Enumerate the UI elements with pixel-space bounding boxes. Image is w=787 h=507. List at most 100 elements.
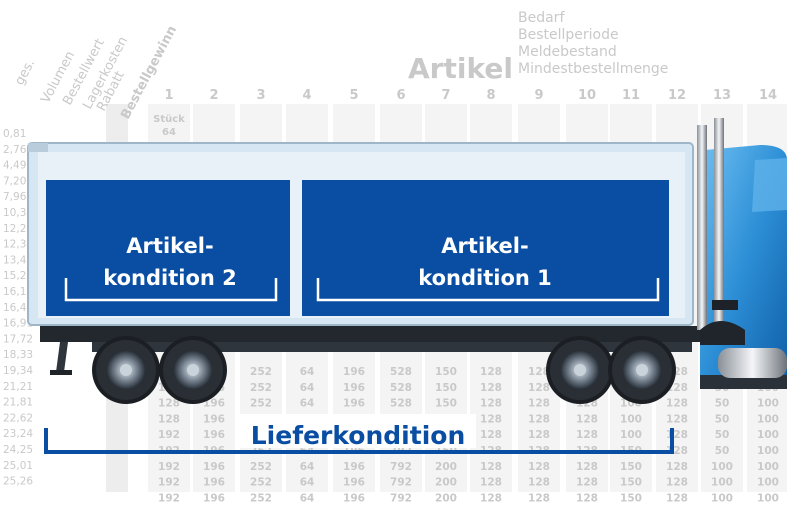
table-cell: 252 bbox=[250, 398, 272, 410]
table-cell: 100 bbox=[757, 445, 779, 457]
left-value: 4,49 bbox=[3, 160, 26, 172]
table-cell: 128 bbox=[158, 398, 180, 410]
left-value: 19,34 bbox=[3, 365, 33, 377]
cab-fender bbox=[700, 321, 745, 345]
column-number: 5 bbox=[349, 88, 358, 103]
table-cell: 128 bbox=[666, 413, 688, 425]
container-top-corner bbox=[28, 143, 48, 152]
table-cell: 128 bbox=[576, 492, 598, 504]
column-number: 11 bbox=[622, 88, 640, 103]
table-cell: 128 bbox=[528, 398, 550, 410]
table-cell: 192 bbox=[158, 461, 180, 473]
wheel bbox=[92, 336, 160, 404]
table-cell: 64 bbox=[300, 382, 315, 394]
legend-item-meldebestand: Meldebestand bbox=[518, 44, 617, 60]
column-number: 6 bbox=[396, 88, 405, 103]
table-cell: 150 bbox=[620, 492, 642, 504]
table-cell: 792 bbox=[390, 477, 412, 489]
left-value: 10,34 bbox=[3, 207, 33, 219]
table-cell: 196 bbox=[203, 461, 225, 473]
left-value: 0,81 bbox=[3, 128, 26, 140]
legend: Bedarf Bestellperiode Meldebestand Minde… bbox=[408, 10, 668, 85]
table-cell: 200 bbox=[435, 477, 457, 489]
table-cell: 50 bbox=[715, 445, 730, 457]
table-cell: 100 bbox=[620, 429, 642, 441]
landing-gear bbox=[56, 342, 68, 372]
table-cell: 100 bbox=[757, 429, 779, 441]
table-cell: 128 bbox=[528, 382, 550, 394]
wheel bbox=[546, 336, 614, 404]
table-cell: 252 bbox=[250, 477, 272, 489]
column-number: 9 bbox=[534, 88, 543, 103]
trailer-chassis-lower bbox=[92, 342, 692, 352]
table-cell: 252 bbox=[250, 461, 272, 473]
lieferkondition-label-bg bbox=[238, 414, 476, 448]
table-cell: 128 bbox=[666, 492, 688, 504]
legend-item-bedarf: Bedarf bbox=[518, 10, 565, 26]
left-value: 7,20 bbox=[3, 175, 26, 187]
artikelkondition-2-box bbox=[46, 180, 290, 316]
table-cell: 50 bbox=[715, 398, 730, 410]
table-cell: 150 bbox=[435, 382, 457, 394]
left-value: 25,26 bbox=[3, 476, 33, 488]
table-cell: 100 bbox=[711, 461, 733, 473]
left-value: 16,91 bbox=[3, 318, 33, 330]
table-cell: 128 bbox=[480, 429, 502, 441]
column-number: 7 bbox=[441, 88, 450, 103]
left-value: 2,76 bbox=[3, 144, 27, 156]
diagonal-header: ges. bbox=[12, 57, 38, 88]
table-cell: 100 bbox=[757, 413, 779, 425]
table-cell: 128 bbox=[576, 461, 598, 473]
table-cell: 128 bbox=[666, 477, 688, 489]
table-cell: 100 bbox=[711, 477, 733, 489]
table-cell: 128 bbox=[528, 429, 550, 441]
table-cell: 128 bbox=[576, 477, 598, 489]
wheel bbox=[159, 336, 227, 404]
table-cell: 64 bbox=[300, 477, 315, 489]
table-cell: 128 bbox=[666, 429, 688, 441]
table-cell: 150 bbox=[620, 477, 642, 489]
table-cell: 128 bbox=[528, 461, 550, 473]
legend-item-mindestbestellmenge: Mindestbestellmenge bbox=[518, 61, 668, 77]
left-value: 25,01 bbox=[3, 460, 33, 472]
table-cell: 196 bbox=[343, 382, 365, 394]
artikel-heading: Artikel bbox=[408, 52, 513, 85]
table-cell: 196 bbox=[203, 492, 225, 504]
column-number: 4 bbox=[302, 88, 311, 103]
table-cell: 528 bbox=[390, 382, 412, 394]
table-cell: 192 bbox=[158, 429, 180, 441]
table-cell: 50 bbox=[715, 413, 730, 425]
truck-cab bbox=[697, 118, 787, 389]
table-cell: 128 bbox=[480, 398, 502, 410]
cab-chrome-tank bbox=[718, 348, 787, 378]
lieferkondition-label: Lieferkondition bbox=[251, 421, 466, 450]
table-cell: 792 bbox=[390, 492, 412, 504]
table-cell: 128 bbox=[576, 413, 598, 425]
left-value: 12,21 bbox=[3, 223, 33, 235]
table-cell: 128 bbox=[528, 413, 550, 425]
table-cell: 196 bbox=[343, 398, 365, 410]
table-cell: 100 bbox=[757, 398, 779, 410]
table-cell: 252 bbox=[250, 492, 272, 504]
table-cell: 50 bbox=[715, 429, 730, 441]
lieferkondition-bracket bbox=[44, 428, 674, 454]
table-cell: 528 bbox=[390, 398, 412, 410]
artikelkondition-1-box bbox=[302, 180, 669, 316]
table-cell: 200 bbox=[435, 461, 457, 473]
left-value: 24,25 bbox=[3, 444, 33, 456]
column-number: 10 bbox=[578, 88, 596, 103]
table-cell: 252 bbox=[250, 382, 272, 394]
left-value: 12,33 bbox=[3, 239, 33, 251]
cab-bumper bbox=[700, 375, 787, 389]
table-cell: 196 bbox=[343, 366, 365, 378]
table-cell: 64 bbox=[300, 492, 315, 504]
table-cell: 128 bbox=[480, 366, 502, 378]
table-cell: 64 bbox=[300, 461, 315, 473]
column-number: 3 bbox=[256, 88, 265, 103]
table-cell: 128 bbox=[528, 366, 550, 378]
table-cell: 792 bbox=[390, 461, 412, 473]
table-cell: 100 bbox=[757, 492, 779, 504]
trailer-chassis bbox=[40, 326, 700, 342]
